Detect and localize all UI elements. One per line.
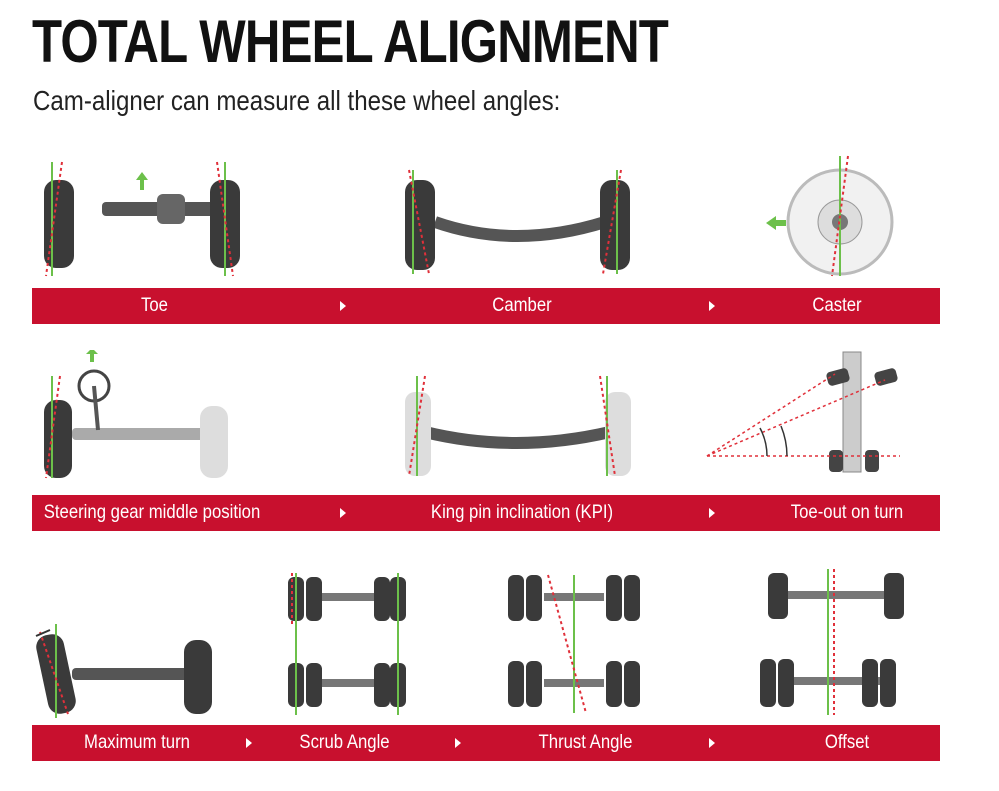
up-arrow-icon xyxy=(136,172,148,190)
camber-illustration xyxy=(405,169,630,275)
scrub-angle-illustration xyxy=(288,573,406,715)
thrust-angle-illustration xyxy=(508,574,640,714)
label-camber: Camber xyxy=(492,295,552,316)
label-toe-out: Toe-out on turn xyxy=(790,502,904,523)
arrow-right-icon xyxy=(246,738,252,748)
page-title: TOTAL WHEEL ALIGNMENT xyxy=(32,8,669,75)
arrow-right-icon xyxy=(340,508,346,518)
maximum-turn-illustration xyxy=(35,624,212,718)
arrow-right-icon xyxy=(709,301,715,311)
label-steering-gear: Steering gear middle position xyxy=(43,502,261,523)
row3-band: Maximum turn Scrub Angle Thrust Angle Of… xyxy=(32,725,940,761)
arrow-right-icon xyxy=(709,738,715,748)
label-toe: Toe xyxy=(141,295,168,316)
row2-band: Steering gear middle position King pin i… xyxy=(32,495,940,531)
arrow-right-icon xyxy=(709,508,715,518)
label-scrub-angle: Scrub Angle xyxy=(299,732,390,753)
label-caster: Caster xyxy=(812,295,862,316)
arrow-right-icon xyxy=(455,738,461,748)
label-thrust-angle: Thrust Angle xyxy=(538,732,633,753)
kpi-illustration xyxy=(405,375,631,477)
offset-illustration xyxy=(760,569,904,715)
toe-out-on-turn-illustration xyxy=(706,351,900,473)
label-kpi: King pin inclination (KPI) xyxy=(430,502,614,523)
steering-gear-illustration xyxy=(44,350,228,479)
page-subtitle: Cam-aligner can measure all these wheel … xyxy=(33,85,561,116)
label-offset: Offset xyxy=(824,732,870,753)
arrow-right-icon xyxy=(340,301,346,311)
label-maximum-turn: Maximum turn xyxy=(84,732,190,753)
row1-band: Toe Camber Caster xyxy=(32,288,940,324)
toe-illustration xyxy=(44,161,240,277)
left-arrow-icon xyxy=(766,216,786,230)
caster-illustration xyxy=(766,155,894,277)
